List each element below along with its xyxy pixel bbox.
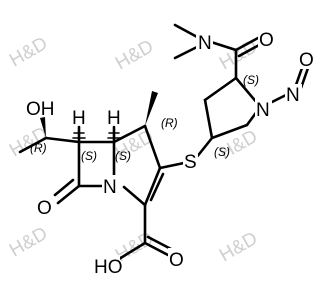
bond-no-2 (299, 66, 310, 90)
bond-c4-c5 (210, 123, 249, 140)
hash-bonds (72, 132, 121, 139)
bond-c4ring-c5 (112, 124, 147, 144)
bond-c4-s (194, 136, 214, 160)
bond-c2-c3 (203, 76, 238, 102)
watermark: H&D (6, 33, 51, 71)
stereo-pyrrolidine-c4: (S) (214, 145, 230, 159)
bond-n-carbonyl (209, 40, 238, 52)
bond-c2-n (234, 76, 260, 106)
atom-h-c5: H (107, 108, 121, 129)
bond-c2-c3-double (149, 172, 165, 202)
atom-n-pyrrolidine: N (256, 100, 270, 121)
stereo-hydroxyethyl-carbon: (R) (30, 141, 47, 155)
bond-nme-down (173, 44, 201, 60)
atom-o-nitroso: O (299, 50, 314, 71)
atom-o-lactam: O (37, 198, 52, 219)
atom-h-c6: H (72, 108, 86, 129)
atom-oh-hydroxyl: OH (26, 99, 55, 120)
atom-n-nitroso: N (286, 85, 300, 106)
bond-cooh-o (143, 241, 170, 257)
stereo-c5: (S) (115, 149, 131, 163)
stereo-c6: (S) (81, 149, 97, 163)
bond-co-1 (234, 36, 260, 52)
bond-c3-c4 (203, 98, 214, 140)
bond-methyl-wedge (145, 91, 158, 126)
atom-labels: N O N N O S N O OH H H HO O (26, 28, 315, 278)
atom-n-lactam: N (103, 177, 117, 198)
bond-c6-cho (44, 136, 81, 144)
bond-nme-left (173, 23, 201, 40)
watermark: H&D (112, 36, 157, 74)
bond-cooh-o-double (146, 235, 173, 251)
bond-c3-c4ring (143, 124, 162, 170)
bond-c7-o (56, 184, 81, 205)
bond-cooh-oh (117, 241, 147, 261)
watermark: H&D (216, 228, 261, 266)
atom-ho-acid: HO (94, 257, 123, 278)
bond-c2-c3 (143, 166, 162, 207)
bond-n-c2 (122, 185, 147, 207)
stereo-pyrrolidine-c2: (S) (243, 73, 259, 87)
bond-s-c3 (158, 161, 186, 170)
bond-cho-me (18, 136, 48, 154)
bond-co-2 (237, 42, 263, 58)
atom-s-thio: S (184, 152, 197, 173)
bonds (18, 23, 310, 261)
bond-c7-o-double (53, 178, 75, 197)
atom-o-amide: O (259, 30, 274, 51)
atom-n-amide: N (198, 33, 212, 54)
atom-o-acid: O (169, 250, 184, 271)
bond-cho-oh-wedge (40, 117, 46, 138)
stereo-labels: (S) (S) (R) (R) (S) (S) (30, 73, 259, 163)
watermark: H&D (6, 223, 51, 261)
stereo-methyl-carbon: (R) (161, 116, 178, 130)
